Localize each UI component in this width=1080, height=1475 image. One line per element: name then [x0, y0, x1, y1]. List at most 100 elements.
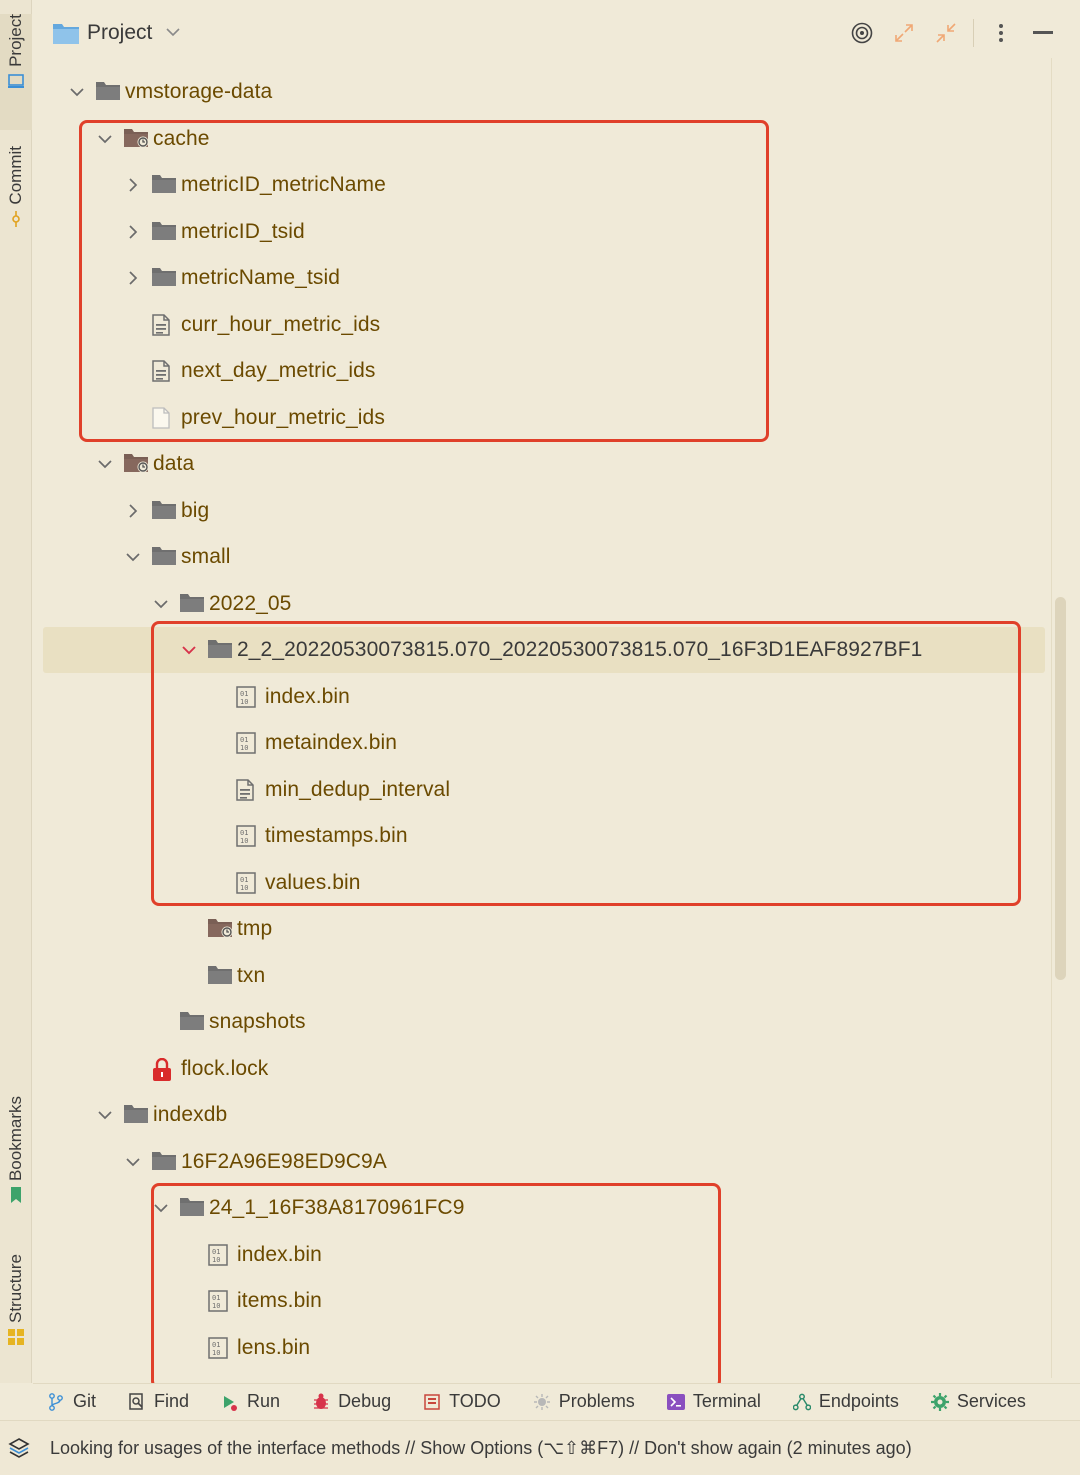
chevron-right-icon[interactable]	[122, 267, 144, 289]
svg-text:01: 01	[212, 1248, 220, 1256]
bottom-tab-endpoints[interactable]: Endpoints	[792, 1391, 899, 1412]
chevron-right-icon[interactable]	[122, 221, 144, 243]
bottom-tab-services[interactable]: Services	[930, 1391, 1026, 1412]
tree-row[interactable]: curr_hour_metric_ids	[33, 302, 1050, 348]
bottom-tab-debug[interactable]: Debug	[312, 1391, 391, 1412]
side-tab-commit[interactable]: Commit	[0, 146, 32, 246]
find-icon	[128, 1392, 146, 1411]
side-tab-bookmarks-label: Bookmarks	[6, 1096, 25, 1182]
bottom-tab-terminal[interactable]: Terminal	[666, 1391, 761, 1412]
tree-row-selected[interactable]: 2_2_20220530073815.070_20220530073815.07…	[43, 627, 1045, 673]
chevron-down-icon[interactable]	[122, 546, 144, 568]
side-tab-structure[interactable]: Structure	[0, 1254, 32, 1366]
structure-icon	[8, 1328, 24, 1345]
bottom-tab-git[interactable]: Git	[47, 1391, 96, 1412]
tree-row[interactable]: cache	[33, 116, 1050, 162]
chevron-down-icon[interactable]	[150, 593, 172, 615]
tree-row[interactable]: snapshots	[33, 999, 1050, 1045]
tree-item-label: metaindex.bin	[265, 731, 398, 754]
toolbar-divider	[973, 19, 974, 47]
bottom-tab-run[interactable]: Run	[221, 1391, 280, 1412]
bottom-tab-label: Endpoints	[818, 1391, 899, 1411]
tree-row[interactable]: prev_hour_metric_ids	[33, 395, 1050, 441]
bottom-tab-label: Terminal	[692, 1391, 761, 1411]
more-options-icon[interactable]	[980, 18, 1022, 48]
tree-row[interactable]: vmstorage-data	[33, 69, 1050, 115]
folder-icon	[152, 500, 176, 522]
svg-text:10: 10	[240, 837, 248, 845]
scrollbar-thumb[interactable]	[1055, 597, 1066, 980]
tree-row[interactable]: 2022_05	[33, 581, 1050, 627]
chevron-down-icon[interactable]	[166, 24, 180, 42]
chevron-right-icon[interactable]	[122, 500, 144, 522]
left-tool-strip: Project Commit Bookmarks Structure	[0, 0, 32, 1383]
tree-row[interactable]: big	[33, 488, 1050, 534]
collapse-all-icon[interactable]	[925, 18, 967, 48]
side-tab-project-label: Project	[6, 14, 25, 67]
panel-title: Project	[87, 21, 153, 44]
tree-item-label: cache	[153, 126, 210, 150]
status-message[interactable]: Looking for usages of the interface meth…	[50, 1437, 912, 1458]
tree-row[interactable]: metricID_metricName	[33, 162, 1050, 208]
tree-row[interactable]: txn	[33, 953, 1050, 999]
tree-row[interactable]: data	[33, 441, 1050, 487]
tree-item-label: txn	[237, 963, 266, 987]
tree-row[interactable]: metricID_tsid	[33, 209, 1050, 255]
side-tab-bookmarks[interactable]: Bookmarks	[0, 1096, 32, 1226]
git-branch-icon	[47, 1392, 65, 1411]
chevron-down-icon[interactable]	[94, 453, 116, 475]
run-icon	[221, 1393, 239, 1411]
tree-row[interactable]: tmp	[33, 906, 1050, 952]
chevron-down-icon[interactable]	[94, 128, 116, 150]
tree-row[interactable]: small	[33, 534, 1050, 580]
locate-target-icon[interactable]	[841, 18, 883, 48]
tree-item-label: values.bin	[265, 870, 361, 894]
folder-icon	[208, 639, 232, 661]
chevron-right-icon[interactable]	[122, 174, 144, 196]
bottom-tab-label: Services	[956, 1391, 1026, 1411]
text-file-icon	[152, 313, 176, 336]
side-tab-structure-label: Structure	[6, 1254, 25, 1323]
tree-item-label: curr_hour_metric_ids	[181, 312, 381, 336]
tree-row[interactable]: min_dedup_interval	[33, 767, 1050, 813]
folder-icon	[180, 1011, 204, 1033]
expand-all-icon[interactable]	[883, 18, 925, 48]
svg-text:01: 01	[240, 876, 248, 884]
tree-item-label: 24_1_16F38A8170961FC9	[209, 1196, 465, 1219]
chevron-down-icon[interactable]	[178, 639, 200, 661]
chevron-down-icon[interactable]	[66, 81, 88, 103]
minimize-icon[interactable]	[1022, 18, 1064, 48]
tree-row[interactable]: 16F2A96E98ED9C9A	[33, 1139, 1050, 1185]
project-panel-header: Project	[33, 0, 1080, 66]
layers-icon[interactable]	[8, 1437, 30, 1459]
todo-icon	[423, 1393, 441, 1411]
tree-row[interactable]: 24_1_16F38A8170961FC9	[33, 1185, 1050, 1231]
tree-row[interactable]: indexdb	[33, 1092, 1050, 1138]
chevron-down-icon[interactable]	[94, 1104, 116, 1126]
folder-icon	[152, 546, 176, 568]
folder-icon	[152, 1151, 176, 1173]
bottom-tab-label: TODO	[449, 1391, 501, 1411]
side-tab-commit-label: Commit	[6, 146, 25, 205]
tree-row[interactable]: metricName_tsid	[33, 255, 1050, 301]
svg-text:01: 01	[240, 736, 248, 744]
folder-icon	[96, 81, 120, 103]
bottom-tab-todo[interactable]: TODO	[423, 1391, 501, 1412]
tree-row[interactable]: next_day_metric_ids	[33, 348, 1050, 394]
tree-row[interactable]: flock.lock	[33, 1046, 1050, 1092]
bookmark-icon	[8, 1187, 24, 1204]
bottom-tab-problems[interactable]: Problems	[533, 1391, 635, 1412]
bottom-tab-find[interactable]: Find	[128, 1391, 189, 1412]
chevron-down-icon[interactable]	[122, 1151, 144, 1173]
side-tab-project[interactable]: Project	[0, 14, 32, 130]
chevron-down-icon[interactable]	[150, 1197, 172, 1219]
